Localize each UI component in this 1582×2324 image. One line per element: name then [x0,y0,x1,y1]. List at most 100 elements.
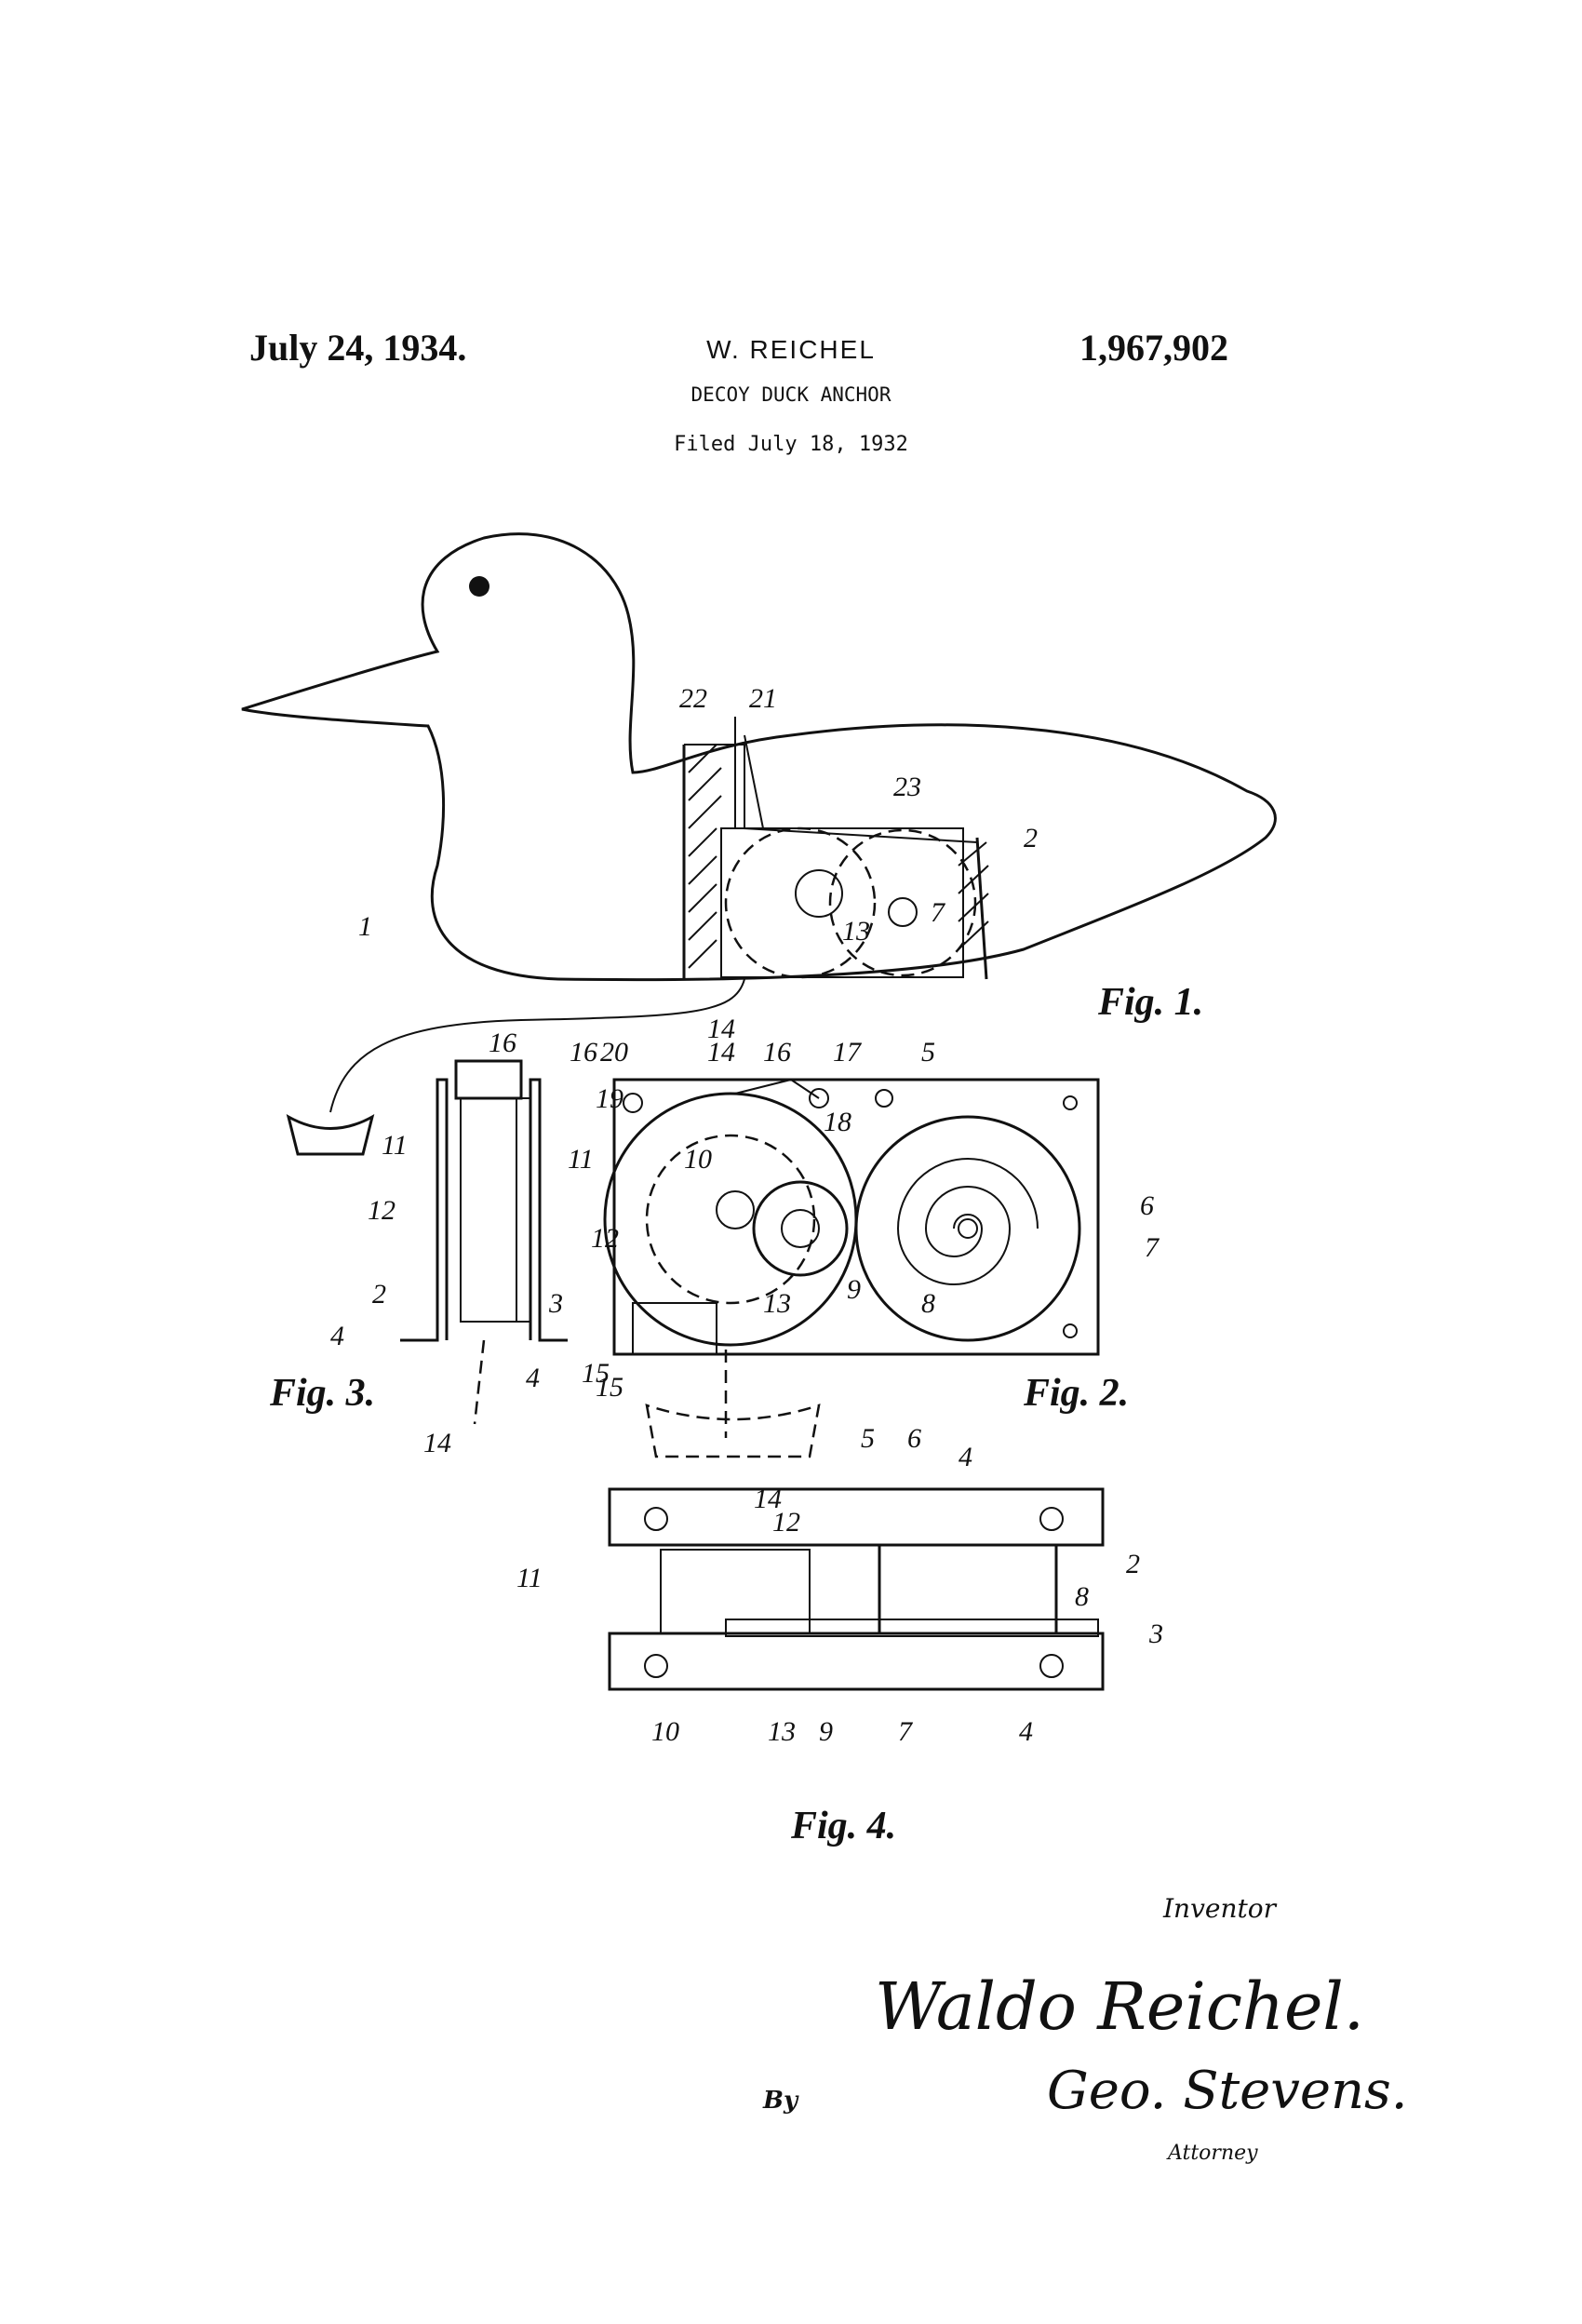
ref-4-top: 4 [959,1442,972,1472]
figure-1-decoy: 22 21 23 2 1 7 13 14 Fig. 1. [241,532,1277,1156]
screw-hole-tr [1039,1507,1064,1531]
attorney-label: Attorney [1166,2142,1258,2165]
ref-12: 12 [368,1195,396,1226]
reel-11 [603,1092,858,1347]
spring-gear-dashed [828,828,977,977]
ref-6: 6 [907,1423,921,1454]
figure-3-caption: Fig. 3. [269,1372,375,1415]
signature-block: Inventor Waldo Reichel. By Geo. Stevens.… [762,1893,1408,2165]
anchor-weight-15 [286,1114,375,1156]
pinion-10 [716,1190,755,1229]
spring-gear-8 [854,1115,1081,1342]
ref-2: 2 [372,1279,386,1310]
shaft-7 [888,897,918,927]
ref-16: 16 [489,1028,516,1058]
ref-18: 18 [824,1107,851,1137]
screw-tr [1063,1095,1078,1110]
rod-21 [744,734,764,829]
spool-winding-11 [460,1097,517,1323]
ref-10: 10 [651,1716,679,1747]
ref-13: 13 [768,1716,796,1747]
ref-7: 7 [931,897,946,928]
figure-2-caption: Fig. 2. [1023,1372,1129,1415]
reel-hub-dashed [645,1134,816,1305]
pin-20 [623,1093,643,1113]
figure-4-top-view: 14 5 6 4 12 2 11 8 3 10 13 9 7 4 Fig. 4. [516,1423,1163,1847]
ref-5: 5 [861,1423,875,1454]
by-label: By [762,2087,799,2115]
ref-12: 12 [591,1223,619,1254]
pinion-13 [795,869,843,918]
figure-4-caption: Fig. 4. [790,1805,896,1847]
figure-3-side-view: 16 11 12 2 3 4 4 14 15 Fig. 3. [269,1028,610,1458]
ref-9: 9 [819,1716,833,1747]
mechanism-housing [720,827,964,978]
ref-16-b: 16 [763,1037,791,1068]
patent-number: 1,967,902 [1079,327,1228,369]
spring-arbor-7 [958,1218,978,1239]
inventor-signature: Waldo Reichel. [875,1968,1364,2045]
ref-15: 15 [596,1372,623,1403]
spiral-spring-6 [896,1158,1039,1285]
screw-hole-br [1039,1654,1064,1678]
ref-19: 19 [596,1083,623,1114]
ref-2: 2 [1024,823,1038,853]
spool-winding-11 [660,1549,811,1634]
filed-date: Filed July 18, 1932 [674,433,908,456]
ref-14: 14 [707,1037,735,1068]
ref-3: 3 [548,1288,563,1319]
cutaway-walls [682,745,988,980]
duck-outline [241,532,1277,982]
inventor-label: Inventor [1162,1893,1278,1924]
gear-9 [752,1180,849,1277]
spring-barrel-6 [878,1543,1058,1635]
frame-plate [612,1078,1100,1356]
ref-17: 17 [833,1037,863,1068]
ref-16-a: 16 [570,1037,597,1068]
screw-hole-tl [644,1507,668,1531]
figure-2-mechanism-front: 16 20 14 16 17 5 19 18 10 11 6 12 7 13 9… [568,1037,1160,1458]
ref-8: 8 [1075,1581,1089,1612]
ref-7: 7 [898,1716,914,1747]
ref-11: 11 [382,1130,408,1161]
ref-13: 13 [842,916,870,947]
side-frame [400,1078,568,1342]
ref-9: 9 [847,1274,861,1305]
ref-4-left: 4 [330,1321,344,1351]
ref-1: 1 [358,911,372,942]
bottom-plate-4 [608,1632,1105,1691]
ref-14: 14 [754,1484,782,1514]
ref-12: 12 [772,1507,800,1538]
gear-edge-3 [516,1097,531,1323]
ref-15: 15 [582,1358,610,1389]
duck-eye [469,576,489,597]
ref-7: 7 [1145,1232,1160,1263]
ref-4-right: 4 [526,1363,540,1393]
patent-title: DECOY DUCK ANCHOR [690,383,892,406]
ref-6: 6 [1140,1190,1154,1221]
shaft-13 [781,1209,820,1248]
line-14-dashed [473,1339,486,1425]
ref-14: 14 [423,1428,451,1458]
ref-14: 14 [707,1014,735,1044]
ref-13: 13 [763,1288,791,1319]
pin-5 [875,1089,893,1108]
cutaway-top [684,744,978,843]
ref-11: 11 [568,1144,594,1175]
bracket-15 [632,1302,717,1355]
ref-5: 5 [921,1037,935,1068]
ref-4-bottom: 4 [1019,1716,1033,1747]
ref-3: 3 [1148,1619,1163,1649]
inventor-name: W. REICHEL [706,335,876,364]
reel-dashed [724,826,877,979]
ref-23: 23 [893,772,921,802]
ref-8: 8 [921,1288,935,1319]
screw-br [1063,1323,1078,1338]
figure-1-caption: Fig. 1. [1097,981,1203,1024]
screw-hole-bl [644,1654,668,1678]
anchor-dashed [645,1404,821,1458]
ref-20: 20 [600,1037,628,1068]
patent-date: July 24, 1934. [249,327,467,369]
ref-10: 10 [684,1144,712,1175]
attorney-signature: Geo. Stevens. [1047,2061,1408,2121]
